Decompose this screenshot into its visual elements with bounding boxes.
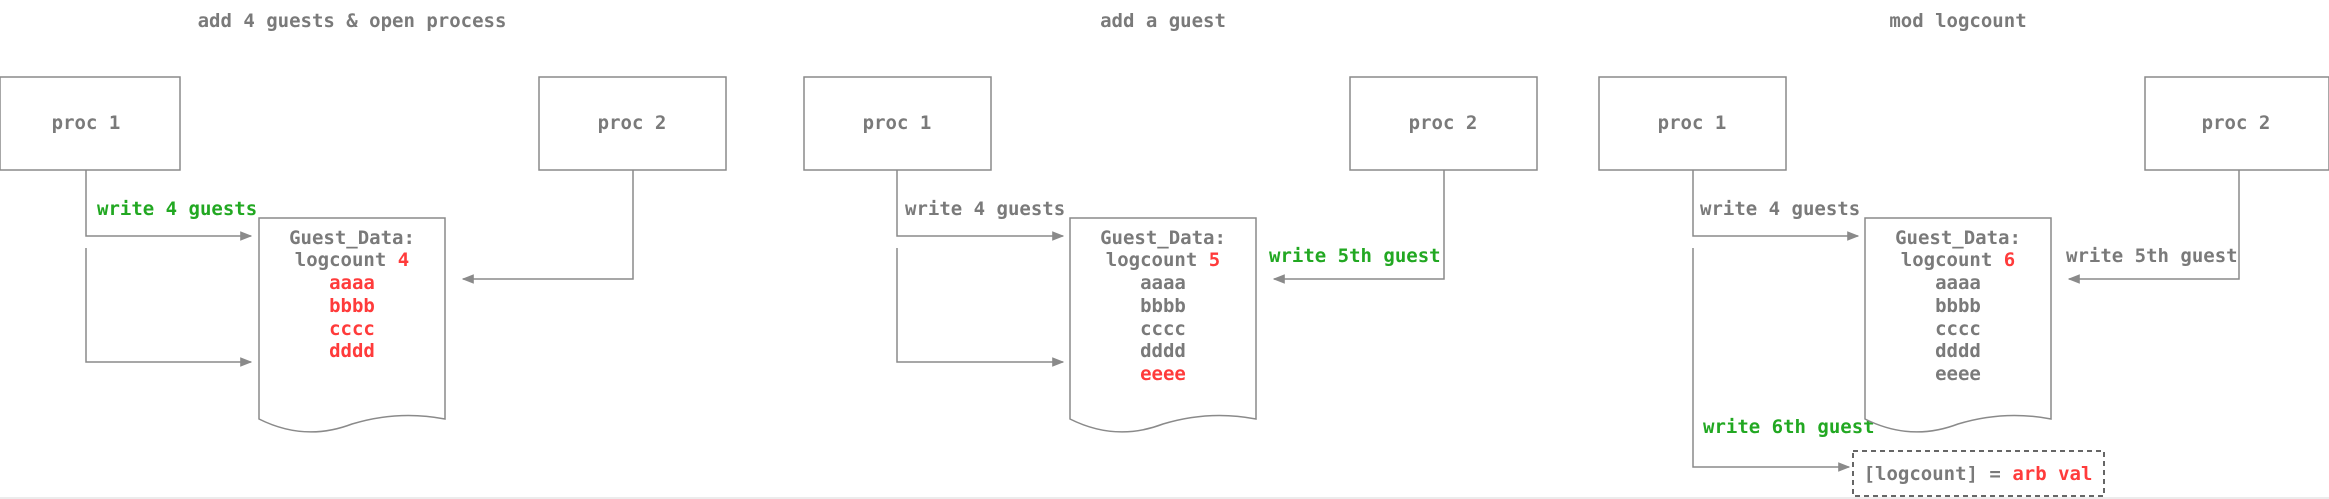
guest-data-document: Guest_Data: logcount 5 aaaa bbbb cccc dd… [1069, 217, 1257, 433]
proc1-action-label: write 4 guests [97, 198, 257, 220]
guest-data-document: Guest_Data: logcount 6 aaaa bbbb cccc dd… [1864, 217, 2052, 433]
doc-title: Guest_Data: [1100, 227, 1226, 249]
guest-entry: aaaa [329, 272, 375, 294]
guest-entry: bbbb [1935, 295, 1981, 317]
guest-entry: bbbb [1140, 295, 1186, 317]
logcount-value: 4 [398, 249, 409, 271]
logcount-line: logcount 5 [1106, 249, 1220, 271]
guest-entry: eeee [1140, 363, 1186, 385]
guest-entry: eeee [1935, 363, 1981, 385]
logcount-value: 5 [1209, 249, 1220, 271]
logcount-line: logcount 4 [295, 249, 409, 271]
proc1-label: proc 1 [52, 112, 121, 134]
proc2-label: proc 2 [598, 112, 667, 134]
proc2-action-label: write 5th guest [1269, 245, 1441, 267]
guest-entry: aaaa [1140, 272, 1186, 294]
panel-1: add 4 guests & open process proc 1 proc … [0, 10, 727, 433]
arrow-proc1-open [85, 248, 253, 367]
logcount-line: logcount 6 [1901, 249, 2015, 271]
proc1-label: proc 1 [1658, 112, 1727, 134]
arrow-proc1-write [1692, 170, 1860, 241]
proc1-label: proc 1 [863, 112, 932, 134]
proc2-box: proc 2 [2144, 76, 2329, 171]
panel-title: mod logcount [1889, 10, 2026, 32]
proc2-label: proc 2 [1409, 112, 1478, 134]
arb-val: arb val [2012, 463, 2092, 485]
arrow-proc2-write [1272, 170, 1445, 284]
doc-title: Guest_Data: [289, 227, 415, 249]
panel-3: mod logcount proc 1 proc 2 write 4 guest… [1598, 10, 2329, 497]
proc1-action-label: write 4 guests [905, 198, 1065, 220]
proc1-box: proc 1 [0, 76, 181, 171]
guest-entry: bbbb [329, 295, 375, 317]
arrow-proc2-write [2067, 170, 2240, 284]
doc-title: Guest_Data: [1895, 227, 2021, 249]
panel-title: add 4 guests & open process [198, 10, 507, 32]
arrow-proc1-write [85, 170, 253, 241]
arrow-proc1-open [896, 248, 1065, 367]
proc1-action-label: write 4 guests [1700, 198, 1860, 220]
arrow-proc1-write-6th [1692, 248, 1851, 472]
proc2-label: proc 2 [2202, 112, 2271, 134]
guest-entry: dddd [1935, 340, 1981, 362]
proc2-action-label: write 5th guest [2066, 245, 2238, 267]
logcount-arb-val-box: [logcount] = arb val [1852, 450, 2105, 497]
guest-entry: cccc [1140, 318, 1186, 340]
logcount-assignment: [logcount] = arb val [1864, 463, 2093, 485]
extra-action-label: write 6th guest [1703, 416, 1875, 438]
arrow-proc1-write [896, 170, 1065, 241]
guest-entry: aaaa [1935, 272, 1981, 294]
guest-entry: cccc [1935, 318, 1981, 340]
proc1-box: proc 1 [803, 76, 992, 171]
arrow-proc2-open [461, 170, 634, 284]
proc2-box: proc 2 [1349, 76, 1538, 171]
proc2-box: proc 2 [538, 76, 727, 171]
panel-2: add a guest proc 1 proc 2 write 4 guests… [803, 10, 1538, 433]
guest-entry: dddd [1140, 340, 1186, 362]
guest-data-document: Guest_Data: logcount 4 aaaa bbbb cccc dd… [258, 217, 446, 433]
proc1-box: proc 1 [1598, 76, 1787, 171]
guest-entry: dddd [329, 340, 375, 362]
logcount-value: 6 [2004, 249, 2015, 271]
guest-entry: cccc [329, 318, 375, 340]
panel-title: add a guest [1100, 10, 1226, 32]
